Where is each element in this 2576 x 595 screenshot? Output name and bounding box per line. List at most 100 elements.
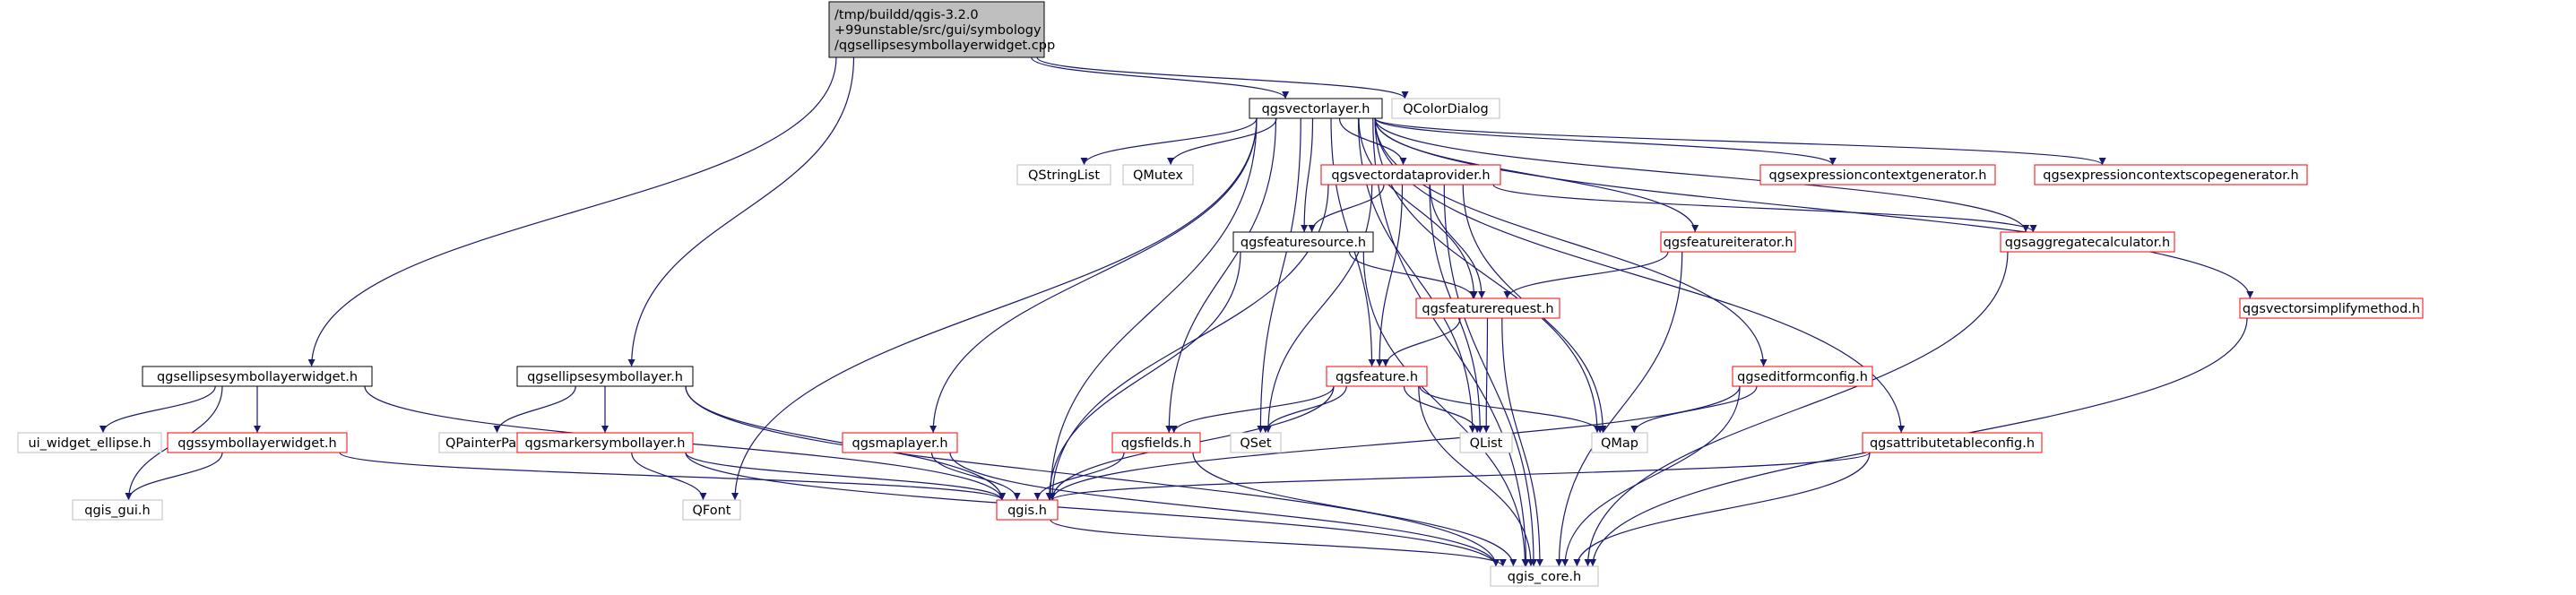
node-label: qgsexpressioncontextgenerator.h <box>1769 168 1987 183</box>
node-box <box>72 499 163 521</box>
node-qgsellipsesymbollayerwidget[interactable]: qgsellipsesymbollayerwidget.h <box>142 366 373 387</box>
node-box <box>1326 366 1428 387</box>
edge-qgsvectorlayer-to-qset <box>1257 117 1301 434</box>
edge-qgseditformconfig-to-qgis <box>1049 385 1741 501</box>
node-label: qgsvectorsimplifymethod.h <box>2243 302 2420 316</box>
edge-qgsvectorlayer-to-qgsvectorsimplifymethod <box>1374 117 2254 299</box>
edge-root-to-qgsellipsesymbollayerwidget <box>307 56 837 367</box>
node-label: QSet <box>1240 436 1272 451</box>
node-box <box>828 1 1045 58</box>
node-qgsfeaturesource[interactable]: qgsfeaturesource.h <box>1232 231 1374 253</box>
node-qgsfeature[interactable]: qgsfeature.h <box>1326 366 1428 387</box>
edge-qgsvectorlayer-to-qgsexpressioncontextscopegenerator <box>1374 117 2106 166</box>
edge-qgsattributetableconfig-to-qgis_core <box>1573 452 1871 567</box>
node-qgsaggregatecalculator[interactable]: qgsaggregatecalculator.h <box>2000 231 2175 253</box>
edge-qgsvectordataprovider-to-qgsaggregatecalculator <box>1492 184 2037 233</box>
edge-qgsvectorlayer-to-qgsfields <box>1165 117 1277 434</box>
node-label: qgssymbollayerwidget.h <box>177 436 336 451</box>
node-label: +99unstable/src/gui/symbology <box>834 23 1042 38</box>
node-label: QMutex <box>1133 168 1183 183</box>
edge-root-to-qgsvectorlayer <box>1031 56 1290 99</box>
node-root: /tmp/buildd/qgis-3.2.0+99unstable/src/gu… <box>828 1 1055 58</box>
node-qgsvectorlayer[interactable]: qgsvectorlayer.h <box>1249 98 1383 119</box>
edge-qgsfeatureiterator-to-qgis_core <box>1555 251 1683 567</box>
edge-qgsfields-to-qgis_core <box>1192 452 1517 567</box>
node-qpainterpath: QPainterPath <box>438 432 537 453</box>
node-box <box>2000 231 2175 253</box>
edge-root-to-qcolordialog <box>1036 56 1409 99</box>
node-label: qgsfeaturerequest.h <box>1422 302 1553 316</box>
node-label: qgsfeaturesource.h <box>1240 236 1366 250</box>
node-qset: QSet <box>1230 432 1282 453</box>
edge-qgsvectorlayer-to-qgis_core <box>1372 117 1530 567</box>
edge-qgis-to-qgis_core <box>1050 519 1507 567</box>
node-box <box>142 366 373 387</box>
edge-qgsfeature-to-qlist <box>1403 385 1482 434</box>
edge-qgsfeaturesource-to-qgsfeaturerequest <box>1348 251 1477 299</box>
node-box <box>2239 298 2424 319</box>
node-label: qgis_core.h <box>1508 570 1581 584</box>
node-qgsfields[interactable]: qgsfields.h <box>1111 432 1201 453</box>
node-box <box>1122 164 1194 185</box>
edge-qgsmarkersymbollayer-to-qfont <box>631 452 707 501</box>
node-qgsexpressioncontextscopegenerator[interactable]: qgsexpressioncontextscopegenerator.h <box>2034 164 2308 185</box>
node-qgsfeaturerequest[interactable]: qgsfeaturerequest.h <box>1415 298 1560 319</box>
node-label: qgsfields.h <box>1121 436 1192 451</box>
node-qgsexpressioncontextgenerator[interactable]: qgsexpressioncontextgenerator.h <box>1759 164 1996 185</box>
edge-qgsfeaturesource-to-qgis <box>1045 251 1241 501</box>
edge-qgsvectorlayer-to-qgsvectordataprovider <box>1338 117 1407 166</box>
edge-qgsfeature-to-qgsfields <box>1170 385 1335 434</box>
node-qstringlist: QStringList <box>1016 164 1111 185</box>
edge-qgsfeatureiterator-to-qgsfeaturerequest <box>1503 251 1669 299</box>
node-label: qgsattributetableconfig.h <box>1870 436 2035 451</box>
node-qgssymbollayerwidget[interactable]: qgssymbollayerwidget.h <box>167 432 348 453</box>
node-box <box>1415 298 1560 319</box>
node-qgsellipsesymbollayer[interactable]: qgsellipsesymbollayer.h <box>516 366 694 387</box>
node-qgis_core: qgis_core.h <box>1490 565 1599 587</box>
node-box <box>1759 164 1996 185</box>
node-label: ui_widget_ellipse.h <box>28 436 151 451</box>
node-box <box>1660 231 1796 253</box>
node-box <box>682 499 741 521</box>
edge-qgssymbollayerwidget-to-qgis <box>339 452 1006 501</box>
node-qgsfeatureiterator[interactable]: qgsfeatureiterator.h <box>1660 231 1796 253</box>
node-label: qgsfeatureiterator.h <box>1664 236 1794 250</box>
edge-qgsvectordataprovider-to-qgsfeaturerequest <box>1429 184 1486 299</box>
node-box <box>516 432 694 453</box>
node-box <box>1732 366 1873 387</box>
header-nodes: /tmp/buildd/qgis-3.2.0+99unstable/src/gu… <box>17 1 2424 587</box>
edge-root-to-qgsellipsesymbollayer <box>627 56 855 367</box>
node-qgseditformconfig[interactable]: qgseditformconfig.h <box>1732 366 1873 387</box>
node-qgsmaplayer[interactable]: qgsmaplayer.h <box>842 432 958 453</box>
node-box <box>2034 164 2308 185</box>
node-label: qgsaggregatecalculator.h <box>2005 236 2170 250</box>
edge-qgsvectorlayer-to-qgseditformconfig <box>1374 117 1768 367</box>
node-label: qgsvectorlayer.h <box>1262 102 1370 116</box>
edge-qgsvectorlayer-to-qstringlist <box>1080 117 1258 166</box>
node-label: QMap <box>1601 436 1638 451</box>
node-label: QFont <box>693 504 731 518</box>
node-box <box>1232 231 1374 253</box>
node-qgsmarkersymbollayer[interactable]: qgsmarkersymbollayer.h <box>516 432 694 453</box>
node-label: qgsexpressioncontextscopegenerator.h <box>2043 168 2298 183</box>
node-box <box>1230 432 1282 453</box>
node-qcolordialog: QColorDialog <box>1391 98 1500 119</box>
node-label: QStringList <box>1028 168 1100 183</box>
edge-qgsvectorlayer-to-qgsfeaturerequest <box>1358 117 1478 299</box>
node-qmutex: QMutex <box>1122 164 1194 185</box>
node-qgsvectordataprovider[interactable]: qgsvectordataprovider.h <box>1320 164 1501 185</box>
edge-qgsfeature-to-qmap <box>1419 385 1604 434</box>
node-qgis[interactable]: qgis.h <box>996 499 1059 521</box>
node-qgsattributetableconfig[interactable]: qgsattributetableconfig.h <box>1862 432 2043 453</box>
edge-qgsfeaturerequest-to-qgis_core <box>1501 317 1543 567</box>
node-label: qgsvectordataprovider.h <box>1331 168 1490 183</box>
node-box <box>1320 164 1501 185</box>
edge-qgsvectordataprovider-to-qgsfeature <box>1376 184 1404 367</box>
node-box <box>1490 565 1599 587</box>
edge-qgsmaplayer-to-qgis_core <box>949 452 1500 567</box>
node-qgsvectorsimplifymethod[interactable]: qgsvectorsimplifymethod.h <box>2239 298 2424 319</box>
node-box <box>1111 432 1201 453</box>
node-label: qgsmaplayer.h <box>851 436 947 451</box>
node-label: qgsellipsesymbollayerwidget.h <box>157 370 358 384</box>
